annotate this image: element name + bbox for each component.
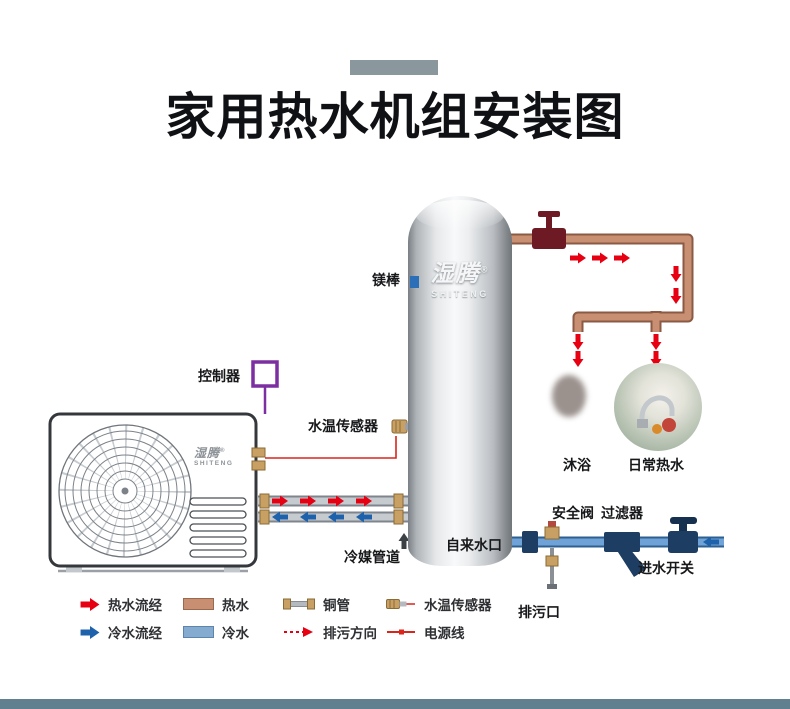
unit-pipe-connectors	[251, 447, 266, 471]
label-controller: 控制器	[198, 368, 240, 384]
hot-flow-arrows	[570, 252, 682, 367]
power-cable	[265, 436, 397, 459]
title-accent-bar	[350, 60, 438, 75]
copper-fittings	[259, 493, 404, 525]
label-safety-valve: 安全阀	[552, 505, 594, 521]
footer-bar	[0, 699, 790, 709]
copper-pipe-icon	[283, 598, 315, 610]
safety-valve-icon	[544, 521, 560, 540]
power-line-icon	[387, 629, 415, 635]
unit-brand-logo: 湿腾® SHITENG	[194, 446, 234, 467]
label-daily-hot-water: 日常热水	[628, 457, 684, 473]
legend-item-cold-flow: 冷水流经	[80, 624, 162, 641]
legend-item-cold-water: 冷水	[183, 624, 249, 641]
label-magnesium-rod: 镁棒	[372, 272, 400, 288]
temp-sensor-legend-icon	[386, 599, 415, 609]
inlet-valve-icon	[668, 517, 698, 553]
hot-water-bar-icon	[183, 598, 214, 610]
cold-flow-arrow-icon	[80, 625, 100, 639]
label-tap-water-inlet: 自来水口	[446, 537, 502, 553]
controller-icon	[251, 360, 279, 414]
label-temp-sensor: 水温传感器	[308, 418, 378, 434]
hot-water-pipe	[506, 233, 694, 332]
faucet-illustration	[637, 395, 676, 434]
photo-shower-steam	[586, 393, 616, 437]
photo-shower	[534, 363, 622, 451]
shutoff-valve-icon	[522, 531, 538, 553]
label-drain-outlet: 排污口	[518, 604, 560, 620]
drain-pipe	[545, 548, 559, 589]
legend-item-hot-water: 热水	[183, 596, 249, 613]
page-title: 家用热水机组安装图	[165, 89, 625, 145]
water-tank: 湿腾® SHITENG	[408, 196, 512, 566]
legend-item-power-line: 电源线	[386, 624, 465, 641]
photo-shower-figure	[552, 375, 586, 417]
label-refrigerant-pipe: 冷媒管道	[344, 549, 400, 565]
filter-icon	[604, 532, 646, 577]
label-filter: 过滤器	[601, 505, 643, 521]
hot-pipe-valve-icon	[532, 211, 566, 249]
unit-vent-slats	[189, 497, 247, 558]
legend-item-copper-pipe: 铜管	[283, 596, 350, 613]
legend-item-hot-flow: 热水流经	[80, 596, 162, 613]
fan-grille	[58, 424, 192, 558]
legend-item-drain-direction: 排污方向	[283, 624, 377, 641]
label-inlet-switch: 进水开关	[638, 560, 694, 576]
tank-brand-logo: 湿腾® SHITENG	[430, 260, 490, 299]
cold-water-bar-icon	[183, 626, 214, 638]
heat-pump-unit	[48, 412, 266, 573]
legend-item-temp-sensor: 水温传感器	[386, 596, 492, 613]
magnesium-rod-marker	[410, 276, 419, 288]
label-shower: 沐浴	[563, 457, 591, 473]
drain-direction-arrow-icon	[284, 627, 313, 637]
hot-flow-arrow-icon	[80, 597, 100, 611]
photo-daily-hot-water	[614, 363, 702, 451]
